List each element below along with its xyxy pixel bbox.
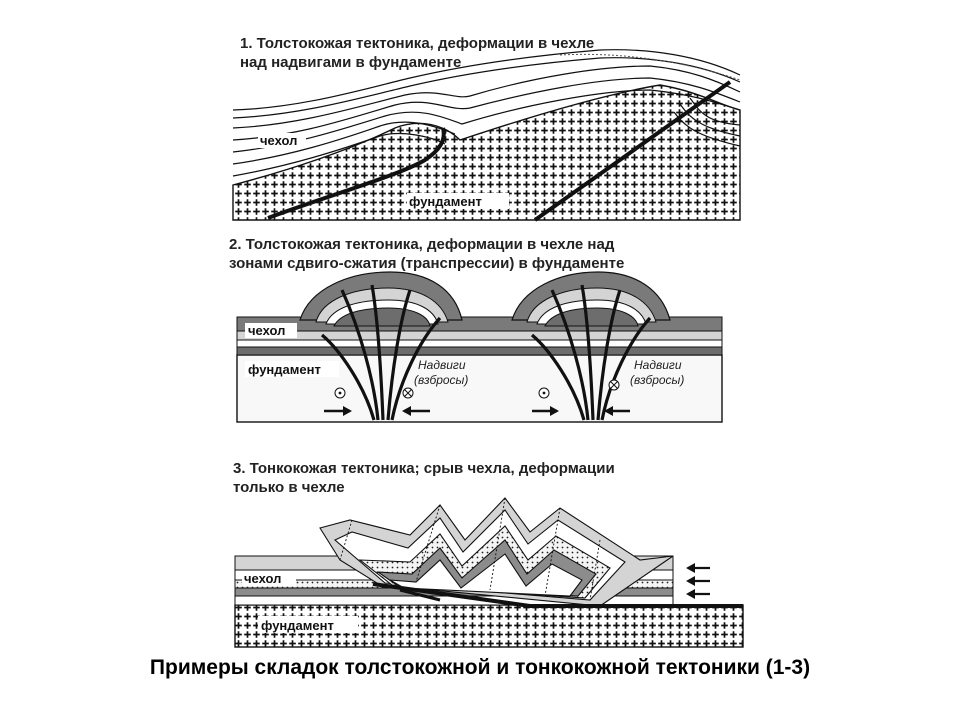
panel1-diagram: чехол фундамент (232, 49, 741, 222)
panel2-label-thrusts-left: Надвиги (418, 358, 466, 372)
panel3-diagram: чехол фундамент (234, 497, 744, 648)
panel3-title: 3. Тонкокожая тектоника; срыв чехла, деф… (233, 460, 615, 496)
panel2-label-basement: фундамент (248, 362, 321, 377)
panel1-fault-left (267, 127, 446, 220)
panel3-label-cover: чехол (244, 571, 281, 586)
panel2-label-thrusts-left-sub: (взбросы) (414, 373, 468, 387)
panel1-fault-right (533, 80, 732, 222)
panel1-label-basement: фундамент (409, 194, 482, 209)
panel1-title: 1. Толстокожая тектоника, деформации в ч… (240, 35, 595, 71)
panel3-label-basement: фундамент (261, 618, 334, 633)
panel2-flower-structure-right (511, 271, 671, 421)
panel3-thrust-stack (319, 497, 674, 607)
panel2-diagram: чехол фундамент Надвиги (взбросы) Надвиг… (236, 271, 723, 423)
panel2-cross-symbol (402, 387, 414, 399)
panel2-label-thrusts-right: Надвиги (634, 358, 682, 372)
panel3-compression-arrows (686, 563, 710, 599)
panel2-title: 2. Толстокожая тектоника, деформации в ч… (229, 236, 625, 272)
panel2-label-thrusts-right-sub: (взбросы) (630, 373, 684, 387)
panel1-cover-strata (232, 49, 741, 177)
panel1-label-cover: чехол (260, 133, 297, 148)
figure-caption: Примеры складок толстокожной и тонкокожн… (149, 656, 811, 679)
panel3-detachment-fault (372, 582, 743, 608)
panel2-flower-structure-left (299, 271, 463, 421)
panel2-label-cover: чехол (248, 323, 285, 338)
